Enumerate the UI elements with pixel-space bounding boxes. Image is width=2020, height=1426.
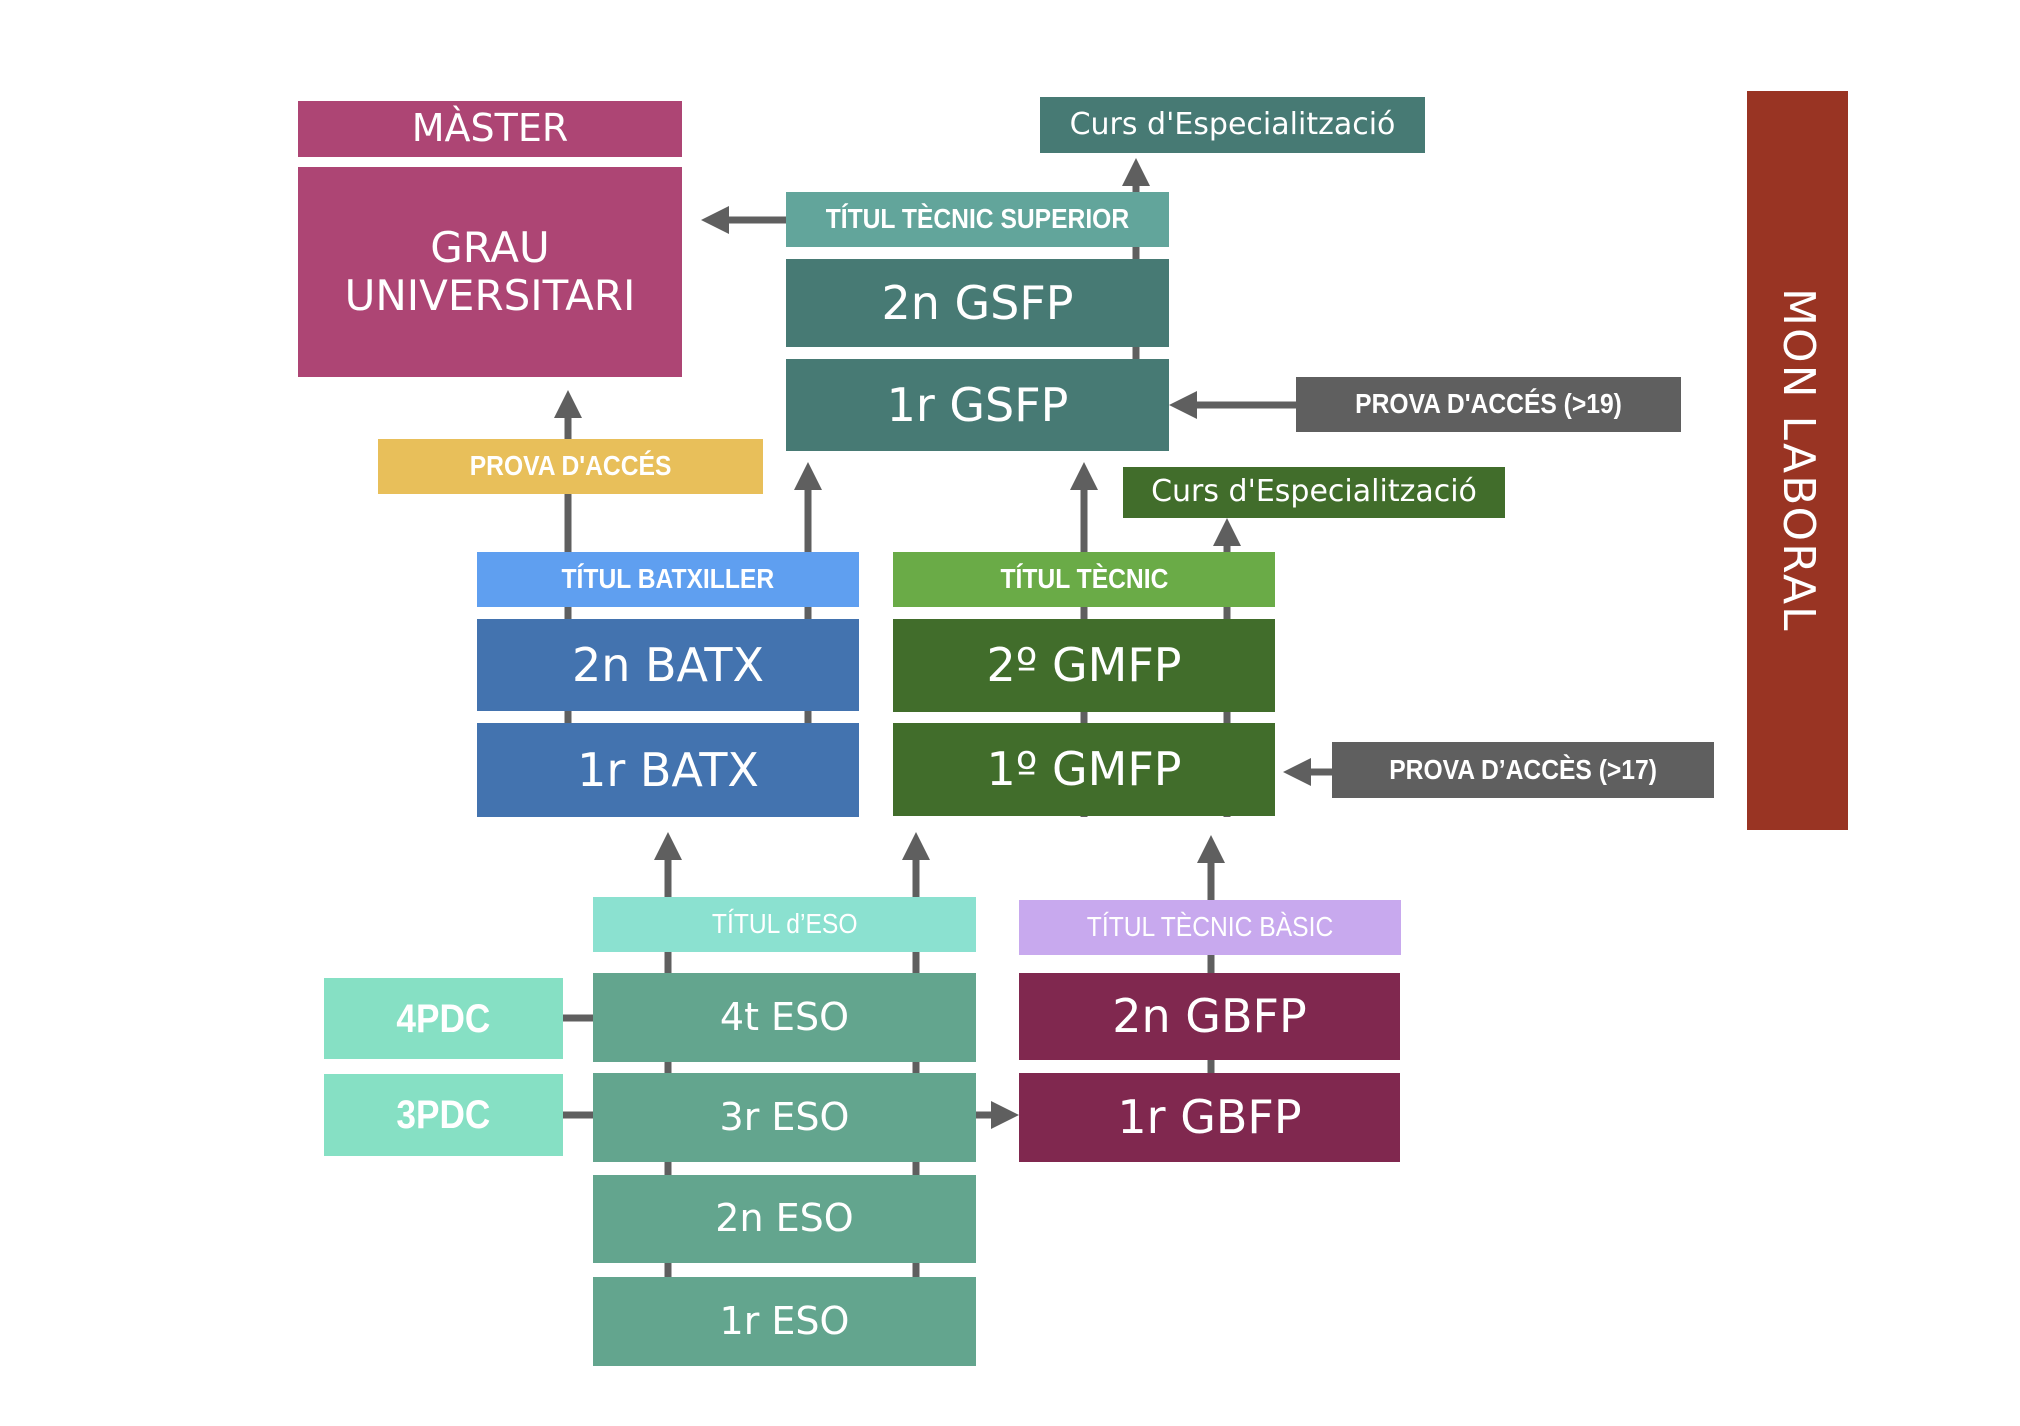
titol-tecnic-box: TÍTUL TÈCNIC bbox=[893, 552, 1275, 607]
gbfp-2-box: 2n GBFP bbox=[1019, 973, 1400, 1060]
titol-tecnic-basic-label: TÍTUL TÈCNIC BÀSIC bbox=[1086, 911, 1334, 943]
titol-eso-label: TÍTUL d’ESO bbox=[711, 908, 858, 940]
eso-3-label: 3r ESO bbox=[719, 1094, 850, 1139]
eso-3-box: 3r ESO bbox=[593, 1073, 976, 1162]
pdc-4-label: 4PDC bbox=[396, 996, 491, 1041]
curs-mig-label: Curs d'Especialització bbox=[1151, 474, 1477, 510]
pdc-3-label: 3PDC bbox=[396, 1093, 491, 1137]
gmfp-2-box: 2º GMFP bbox=[893, 619, 1275, 712]
gsfp-1-label: 1r GSFP bbox=[886, 377, 1069, 432]
batx-1-box: 1r BATX bbox=[477, 723, 859, 817]
gbfp-1-box: 1r GBFP bbox=[1019, 1073, 1400, 1162]
titol-tecnic-label: TÍTUL TÈCNIC bbox=[1000, 563, 1168, 595]
gbfp-1-label: 1r GBFP bbox=[1117, 1090, 1302, 1145]
curs-especialitzacio-superior-box: Curs d'Especialització bbox=[1040, 97, 1425, 153]
pdc-3-box: 3PDC bbox=[324, 1074, 563, 1156]
eso-4-box: 4t ESO bbox=[593, 973, 976, 1062]
prova-acces-box: PROVA D'ACCÉS bbox=[378, 439, 763, 494]
curs-superior-label: Curs d'Especialització bbox=[1069, 106, 1396, 142]
prova-acces-label: PROVA D'ACCÉS bbox=[469, 450, 672, 482]
mon-laboral-label: MON LABORAL bbox=[1772, 288, 1824, 633]
grau-label-line1: GRAU bbox=[430, 222, 550, 272]
master-label: MÀSTER bbox=[411, 106, 569, 151]
gsfp-1-box: 1r GSFP bbox=[786, 359, 1169, 451]
eso-1-box: 1r ESO bbox=[593, 1277, 976, 1366]
titol-batxiller-box: TÍTUL BATXILLER bbox=[477, 552, 859, 607]
titol-tecnic-superior-label: TÍTUL TÈCNIC SUPERIOR bbox=[825, 203, 1130, 235]
grau-universitari-box: GRAU UNIVERSITARI bbox=[298, 167, 682, 377]
titol-batxiller-label: TÍTUL BATXILLER bbox=[561, 563, 775, 595]
curs-especialitzacio-mig-box: Curs d'Especialització bbox=[1123, 467, 1505, 518]
pdc-4-box: 4PDC bbox=[324, 978, 563, 1059]
gmfp-1-box: 1º GMFP bbox=[893, 723, 1275, 816]
prova-acces-19-label: PROVA D'ACCÉS (>19) bbox=[1355, 388, 1622, 420]
mon-laboral-bar: MON LABORAL bbox=[1747, 91, 1848, 830]
prova-acces-17-label: PROVA D’ACCÈS (>17) bbox=[1389, 753, 1657, 785]
batx-2-label: 2n BATX bbox=[571, 637, 765, 692]
titol-tecnic-basic-box: TÍTUL TÈCNIC BÀSIC bbox=[1019, 900, 1401, 955]
titol-eso-box: TÍTUL d’ESO bbox=[593, 897, 976, 952]
eso-1-label: 1r ESO bbox=[719, 1298, 850, 1343]
eso-2-box: 2n ESO bbox=[593, 1175, 976, 1263]
gmfp-2-label: 2º GMFP bbox=[986, 638, 1182, 693]
grau-label-line2: UNIVERSITARI bbox=[344, 271, 636, 320]
eso-4-label: 4t ESO bbox=[719, 994, 850, 1039]
gmfp-1-label: 1º GMFP bbox=[986, 742, 1182, 797]
gsfp-2-box: 2n GSFP bbox=[786, 259, 1169, 347]
master-box: MÀSTER bbox=[298, 101, 682, 157]
titol-tecnic-superior-box: TÍTUL TÈCNIC SUPERIOR bbox=[786, 192, 1169, 247]
prova-acces-19-box: PROVA D'ACCÉS (>19) bbox=[1296, 377, 1681, 432]
batx-1-label: 1r BATX bbox=[577, 742, 759, 797]
eso-2-label: 2n ESO bbox=[715, 1196, 854, 1241]
batx-2-box: 2n BATX bbox=[477, 619, 859, 711]
gsfp-2-label: 2n GSFP bbox=[881, 275, 1074, 330]
prova-acces-17-box: PROVA D’ACCÈS (>17) bbox=[1332, 742, 1714, 798]
gbfp-2-label: 2n GBFP bbox=[1112, 989, 1307, 1044]
